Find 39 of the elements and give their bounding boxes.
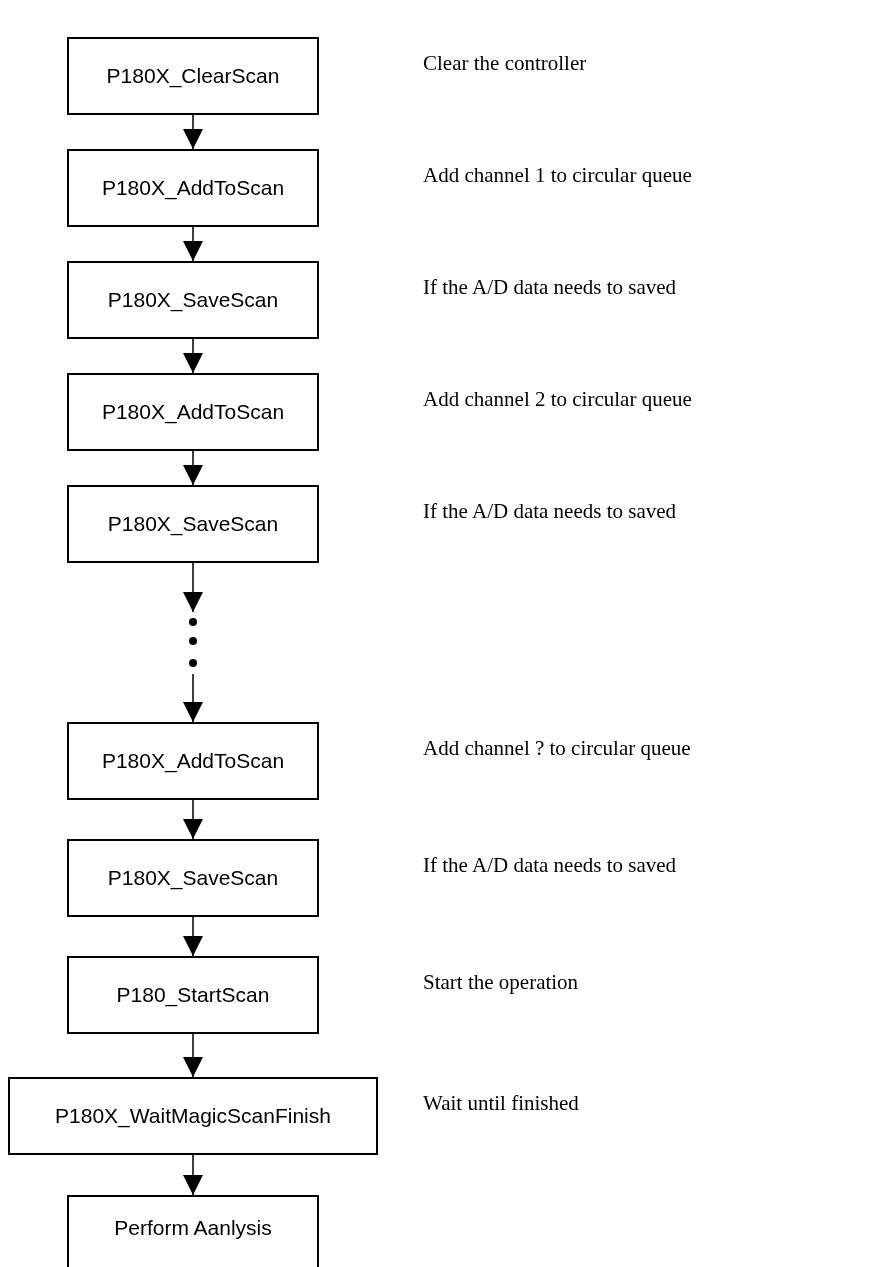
step-description: Add channel 2 to circular queue [423,386,692,413]
arrow [183,673,203,723]
function-name: P180X_WaitMagicScanFinish [55,1102,331,1130]
function-name: P180X_SaveScan [107,286,279,314]
step-description: Clear the controller [423,50,587,77]
process-box [67,485,319,563]
function-name: P180X_AddToScan [101,398,285,426]
step-description: Add channel 1 to circular queue [423,162,692,189]
step-description: If the A/D data needs to saved [423,498,677,525]
arrow [183,1033,203,1078]
arrow [183,226,203,262]
arrow [183,916,203,957]
function-name: P180_StartScan [116,981,270,1009]
function-name: P180X_AddToScan [101,747,285,775]
process-box [67,956,319,1034]
arrow [183,562,203,613]
step-description: Start the operation [423,969,579,996]
function-name: P180X_ClearScan [106,62,280,90]
function-name: P180X_SaveScan [107,510,279,538]
arrow [183,799,203,840]
function-name: Perform Aanlysis [114,1215,272,1241]
arrow [183,338,203,374]
process-box [67,839,319,917]
function-name: P180X_SaveScan [107,864,279,892]
process-box [67,722,319,800]
arrow [183,1154,203,1196]
arrow [183,450,203,486]
process-box [67,1195,319,1267]
function-name: P180X_AddToScan [101,174,285,202]
step-description: If the A/D data needs to saved [423,852,677,879]
arrow [183,114,203,150]
step-description: If the A/D data needs to saved [423,274,677,301]
step-description: Wait until finished [423,1090,579,1117]
process-box [8,1077,378,1155]
process-box [67,37,319,115]
process-box [67,261,319,339]
step-description: Add channel ? to circular queue [423,735,691,762]
process-box [67,149,319,227]
process-box [67,373,319,451]
